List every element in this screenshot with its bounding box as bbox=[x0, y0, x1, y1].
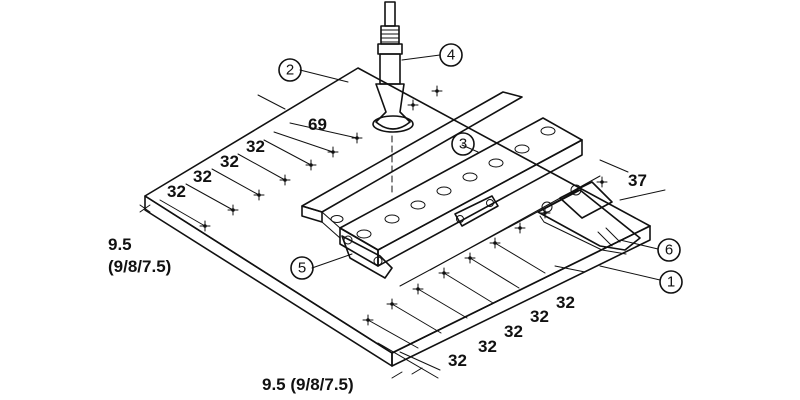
panel bbox=[144, 67, 651, 367]
dimension-labels: 32 32 32 32 69 37 32 32 32 32 32 9.5 (9/… bbox=[108, 115, 647, 394]
left-dimension-lines bbox=[159, 94, 358, 227]
dim-left-32-a: 32 bbox=[167, 182, 186, 201]
dim-bottom-edge: 9.5 (9/8/7.5) bbox=[262, 375, 354, 394]
callout-2-label: 2 bbox=[286, 62, 294, 79]
dimension-arrows bbox=[139, 204, 423, 379]
callout-6-label: 6 bbox=[665, 242, 673, 259]
callout-2: 2 bbox=[278, 58, 302, 82]
callout-4: 4 bbox=[439, 43, 463, 67]
leader-lines bbox=[299, 54, 661, 281]
drill-bit-tool bbox=[372, 1, 414, 197]
callout-6: 6 bbox=[657, 238, 681, 262]
dim-bottom-32-b: 32 bbox=[530, 307, 549, 326]
rail-holes bbox=[330, 126, 556, 239]
rail-bracket bbox=[341, 195, 499, 279]
dim-top-69: 69 bbox=[308, 115, 327, 134]
dim-left-32-b: 32 bbox=[193, 167, 212, 186]
callout-4-label: 4 bbox=[447, 47, 455, 64]
dim-left-edge-line1: 9.5 bbox=[108, 235, 132, 254]
dim-bottom-32-a: 32 bbox=[556, 293, 575, 312]
hinge-plate bbox=[537, 181, 641, 255]
callout-markers: 2 4 3 5 6 1 bbox=[278, 43, 683, 294]
callout-1-label: 1 bbox=[667, 274, 675, 291]
bottom-dimension-lines bbox=[367, 159, 666, 379]
dim-bottom-32-e: 32 bbox=[448, 351, 467, 370]
rail-left-flange-edge bbox=[301, 205, 323, 223]
dim-left-edge-line2: (9/8/7.5) bbox=[108, 257, 171, 276]
panel-right-edge bbox=[391, 225, 651, 367]
panel-front-edge bbox=[144, 195, 393, 367]
callout-5: 5 bbox=[290, 256, 314, 280]
callout-3-label: 3 bbox=[459, 136, 467, 153]
dim-left-32-c: 32 bbox=[220, 152, 239, 171]
callout-5-label: 5 bbox=[298, 260, 306, 277]
rail-side-face bbox=[377, 139, 583, 267]
dim-bottom-32-c: 32 bbox=[504, 322, 523, 341]
mounting-rail bbox=[301, 91, 583, 267]
callout-3: 3 bbox=[451, 132, 475, 156]
dim-right-37: 37 bbox=[628, 171, 647, 190]
dim-bottom-32-d: 32 bbox=[478, 337, 497, 356]
callout-1: 1 bbox=[659, 270, 683, 294]
dim-left-32-d: 32 bbox=[246, 137, 265, 156]
